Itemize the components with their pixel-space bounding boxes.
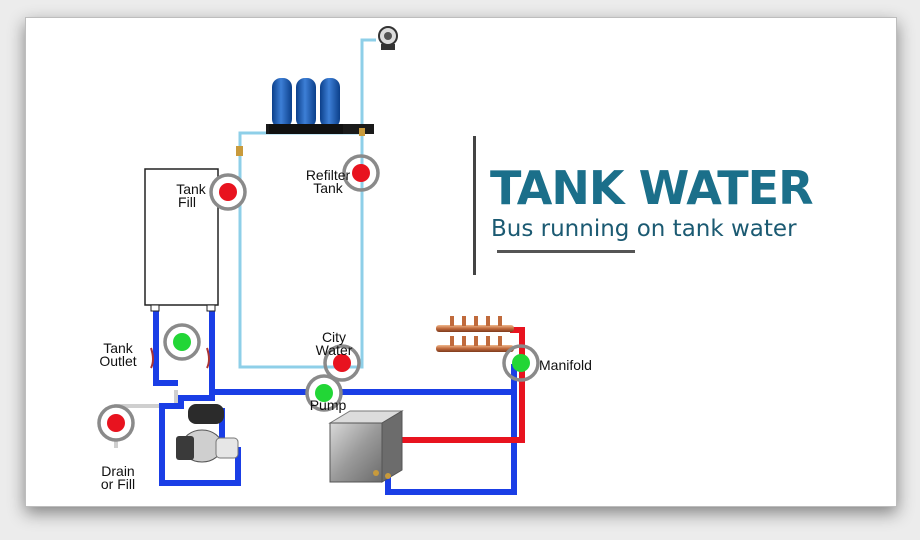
valve-tank-outlet[interactable]	[163, 323, 201, 361]
city-water-label-1: City	[322, 329, 346, 345]
fill-line	[238, 38, 376, 369]
tank-fill-label-2: Fill	[178, 194, 196, 210]
tank-fill-label-1: Tank	[176, 181, 207, 197]
tank-outlet-label-1: Tank	[103, 340, 134, 356]
drain-fill-label-1: Drain	[101, 463, 134, 479]
valve-tank-fill[interactable]	[209, 173, 247, 211]
title-divider	[473, 136, 476, 275]
pump-label: Pump	[310, 397, 347, 413]
hot-water-pipe	[394, 327, 525, 443]
valve-drain-fill[interactable]	[97, 404, 135, 442]
valve-pump[interactable]	[305, 374, 343, 412]
pex-manifold-icon	[436, 316, 514, 352]
subtitle-underline	[497, 250, 635, 253]
refilter-tank-label-2: Tank	[313, 180, 344, 196]
valve-city-water[interactable]	[323, 344, 361, 382]
manifold-label: Manifold	[539, 357, 592, 373]
page-title: TANK WATER	[490, 161, 813, 215]
water-tank	[144, 168, 219, 369]
valve-refilter-tank[interactable]	[342, 154, 380, 192]
diagram-slide: Tank Fill Refilter Tank Tank Outlet City…	[25, 17, 897, 507]
page-subtitle: Bus running on tank water	[491, 216, 797, 242]
water-filter-icon	[236, 78, 374, 156]
drain-fill-label-2: or Fill	[101, 476, 135, 492]
hose-connector-icon	[378, 26, 398, 50]
refilter-tank-label-1: Refilter	[306, 167, 351, 183]
water-heater-icon	[328, 410, 404, 483]
plumbing-diagram: Tank Fill Refilter Tank Tank Outlet City…	[97, 26, 814, 495]
valve-manifold[interactable]	[502, 344, 540, 382]
city-water-label-2: Water	[316, 342, 353, 358]
water-pump-icon	[176, 404, 239, 463]
tank-outlet-label-2: Outlet	[99, 353, 136, 369]
